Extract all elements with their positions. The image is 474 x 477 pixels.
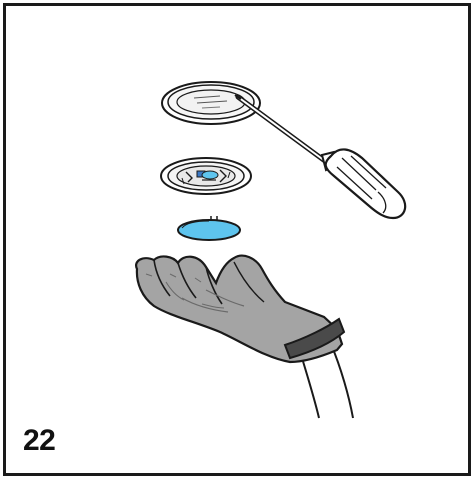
step-number: 22 xyxy=(23,426,55,456)
step-illustration xyxy=(6,6,468,473)
lens-disc-icon xyxy=(178,216,240,240)
screwdriver-icon xyxy=(235,95,405,218)
gloved-hand-icon xyxy=(136,256,353,418)
instruction-panel: 22 xyxy=(3,3,471,476)
lamp-housing-icon xyxy=(161,158,251,194)
